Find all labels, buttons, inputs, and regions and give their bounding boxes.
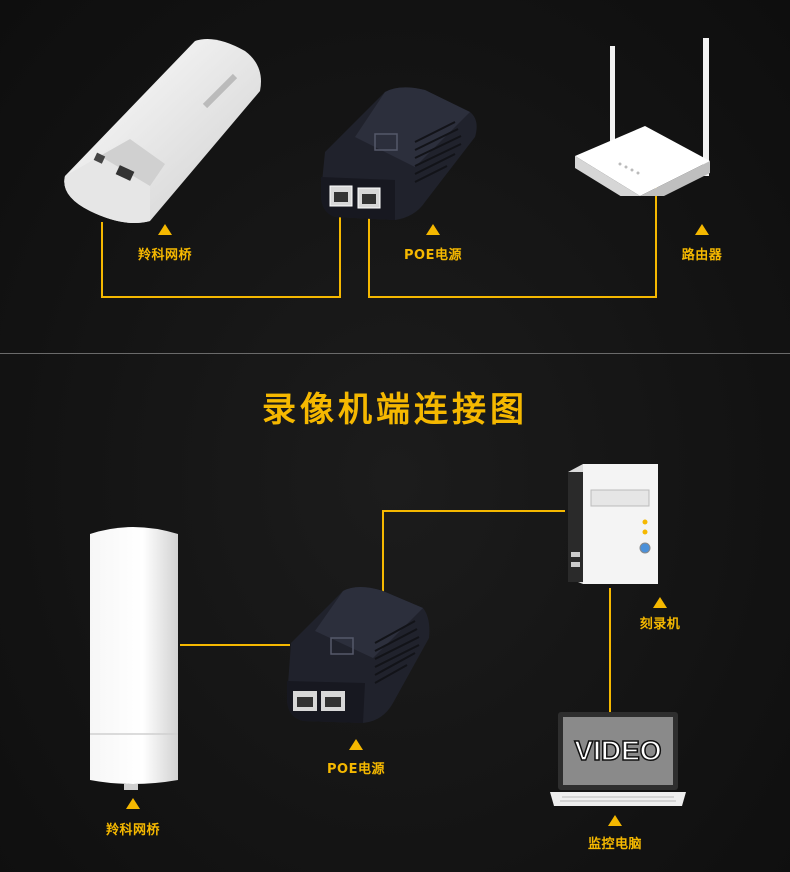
pointer-monitor <box>608 815 622 826</box>
wire-poe-to-router-top <box>368 182 657 298</box>
pointer-recorder <box>653 597 667 608</box>
pointer-bridge-bottom <box>126 798 140 809</box>
router-device <box>575 38 710 196</box>
label-router: 路由器 <box>681 248 723 263</box>
label-monitor: 监控电脑 <box>587 837 643 852</box>
pointer-router <box>695 224 709 235</box>
label-poe-top: POE电源 <box>404 248 462 263</box>
poe-adapter-top <box>320 87 477 220</box>
label-recorder: 刻录机 <box>639 617 681 632</box>
wire-poe-to-recorder <box>382 510 565 595</box>
label-bridge-top: 羚科网桥 <box>137 248 193 263</box>
pointer-bridge-top <box>158 224 172 235</box>
monitor-screen-text: VIDEO <box>574 735 661 766</box>
bridge-device-top <box>64 38 262 224</box>
section-title: 录像机端连接图 <box>262 390 528 430</box>
bridge-device-bottom <box>90 527 178 790</box>
pointer-poe-top <box>426 224 440 235</box>
label-bridge-bottom: 羚科网桥 <box>105 823 161 838</box>
label-poe-bottom: POE电源 <box>327 762 385 777</box>
wire-bridge-to-poe-top <box>101 205 341 298</box>
recorder-device <box>568 464 658 584</box>
section-divider <box>0 353 790 354</box>
pointer-poe-bottom <box>349 739 363 750</box>
monitor-computer: VIDEO <box>550 712 686 806</box>
poe-adapter-bottom <box>287 587 430 723</box>
